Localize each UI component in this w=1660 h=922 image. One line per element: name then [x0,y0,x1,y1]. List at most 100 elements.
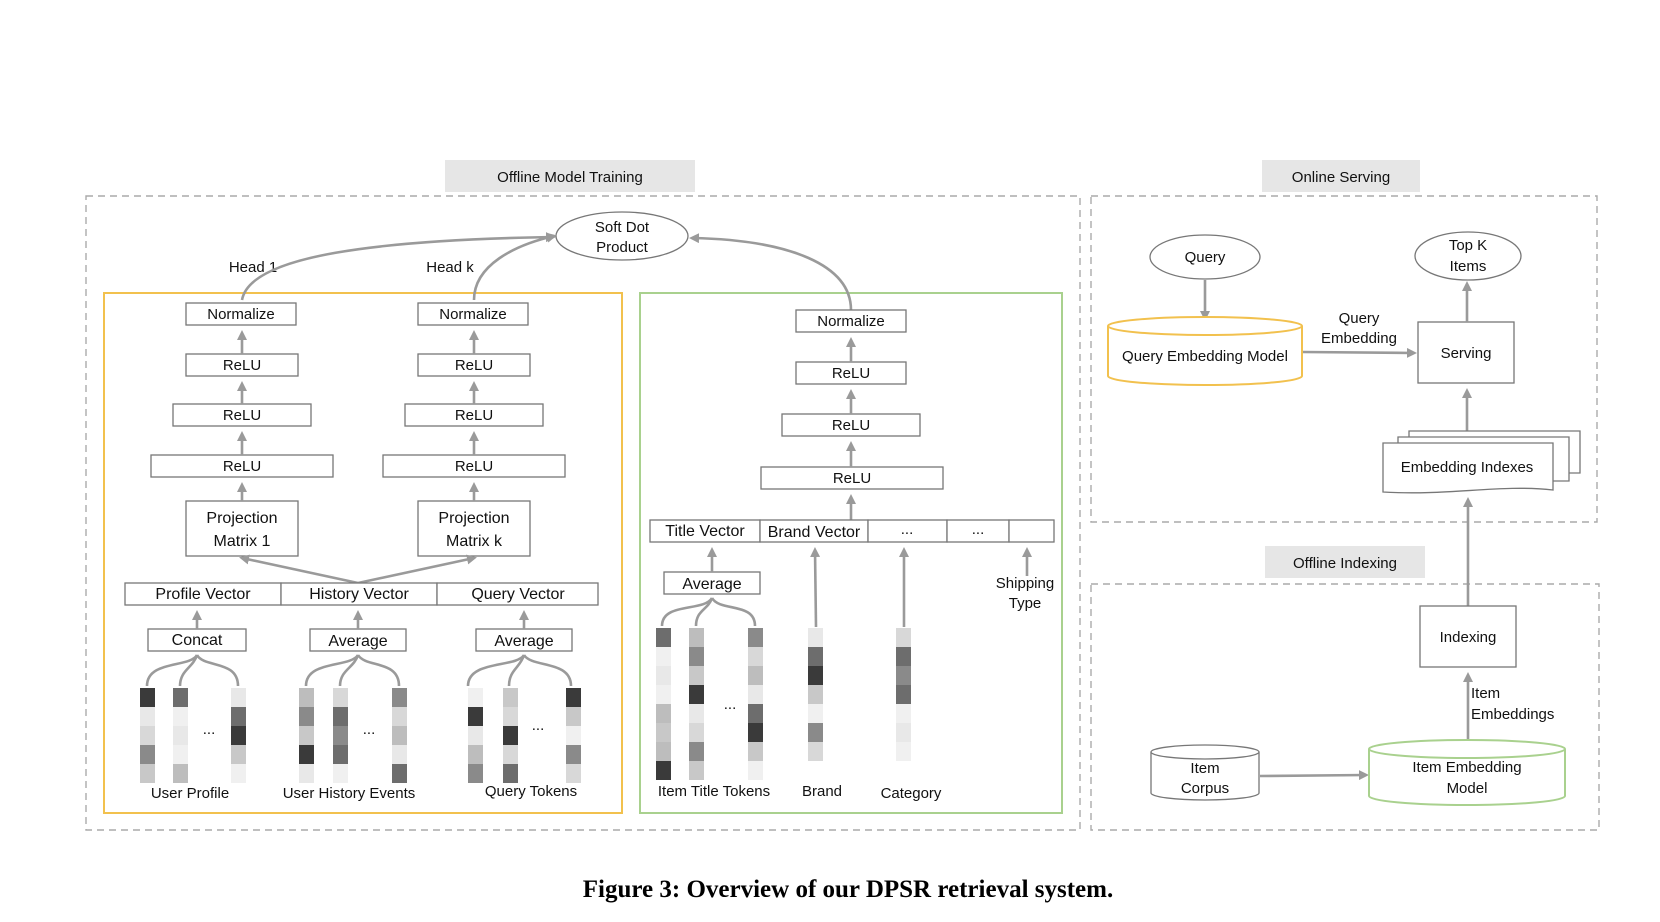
section-title-training: Offline Model Training [497,169,643,186]
query-tower-frame [103,292,623,814]
query-token-column [503,688,518,783]
embedding-indexes-label: Embedding Indexes [1401,459,1534,476]
item-title-ellipsis: ... [724,696,737,713]
category-token-column [896,628,911,761]
query-node: Query [1149,234,1261,280]
query-token-column [140,688,155,783]
edge-headk-to-dot [472,232,557,301]
item-corpus-label-2: Corpus [1181,780,1229,797]
query-average-op: Average [494,633,553,650]
brand-token-column [808,628,823,761]
shipping-label-2: Type [1009,595,1042,612]
item-embedding-model-node: Item Embedding Model [1368,739,1566,806]
category-label: Category [881,785,942,802]
top-k-label-2: Items [1450,258,1487,275]
item-average-op: Average [682,576,741,593]
query-token-column [231,688,246,783]
figure-caption: Figure 3: Overview of our DPSR retrieval… [583,876,1113,903]
item-input-labels: Item Title Tokens Brand Category Shippin… [658,575,1054,802]
head1-relu-2: ReLU [223,407,261,424]
headk-projection-1: Projection [438,510,509,527]
query-embedding-label-1: Query [1339,310,1380,327]
item-title-tokens-label: Item Title Tokens [658,783,770,800]
query-token-column [468,688,483,783]
query-token-column [566,688,581,783]
item-vector-row: Title Vector Brand Vector ... ... [649,519,1055,543]
item-relu-1: ReLU [832,365,870,382]
query-tokens-label: Query Tokens [485,783,577,800]
user-history-events-label: User History Events [283,785,416,802]
edge-head1-to-dot [240,232,556,301]
query-token-column [333,688,348,783]
head1-stack: Normalize ReLU ReLU ReLU Projection Matr… [150,302,334,557]
soft-dot-label-2: Product [596,239,649,256]
query-embedding-model-node: Query Embedding Model [1107,316,1303,386]
shipping-label-1: Shipping [996,575,1054,592]
headk-projection-2: Matrix k [446,533,503,550]
query-tokens-ellipsis: ... [532,717,545,734]
item-embedding-model-label-1: Item Embedding [1412,759,1521,776]
item-relu-2: ReLU [832,417,870,434]
query-token-columns [140,688,581,783]
brand-vector: Brand Vector [768,524,861,541]
item-input-arrows [810,547,1032,628]
item-normalize: Normalize [817,313,885,330]
query-input-labels: User Profile User History Events Query T… [151,783,577,802]
item-embedding-model-label-2: Model [1447,780,1488,797]
query-embedding-model-label: Query Embedding Model [1122,348,1288,365]
serving-frame [1090,195,1598,523]
section-label-serving: Online Serving [1262,160,1420,192]
training-frame [85,195,1081,831]
item-token-columns [656,628,911,780]
soft-dot-product-node: Soft Dot Product [555,211,689,261]
item-embeddings-label-2: Embeddings [1471,706,1554,723]
query-vector-row: Profile Vector History Vector Query Vect… [124,582,599,606]
head1-relu-1: ReLU [223,357,261,374]
edge-item-to-dot [689,233,853,311]
item-average: Average [663,547,761,595]
edge-history-to-proj1 [239,554,359,585]
edge-history-to-projk [357,554,477,585]
serving-node: Serving [1417,321,1515,384]
top-k-label-1: Top K [1449,237,1487,254]
query-ellipses: ... ... ... [203,717,545,738]
headk-relu-3: ReLU [455,458,493,475]
item-fan-arcs [660,597,757,627]
query-token-column [173,688,188,783]
section-label-indexing: Offline Indexing [1265,546,1425,578]
query-embedding-label-2: Embedding [1321,330,1397,347]
item-tower-frame [639,292,1063,814]
brand-label: Brand [802,783,842,800]
history-ellipsis: ... [363,721,376,738]
user-profile-label: User Profile [151,785,229,802]
profile-ellipsis: ... [203,721,216,738]
head1-projection-2: Matrix 1 [214,533,271,550]
top-k-node: Top K Items [1414,231,1522,281]
query-fan-arcs [145,654,573,687]
section-label-training: Offline Model Training [445,160,695,192]
embedding-indexes-node: Embedding Indexes [1382,430,1581,494]
item-vector-ellipsis-2: ... [972,521,985,538]
item-embeddings-label-1: Item [1471,685,1500,702]
concat-op: Concat [172,632,223,649]
indexing-frame [1090,583,1600,831]
edge-model-to-serving [1302,347,1417,358]
query-node-label: Query [1185,249,1226,266]
section-title-serving: Online Serving [1292,169,1390,186]
item-title-token-column [656,628,671,780]
head-k-label: Head k [426,259,474,276]
query-token-column [392,688,407,783]
item-title-token-column [748,628,763,780]
item-corpus-node: Item Corpus [1150,744,1260,801]
head1-projection-1: Projection [206,510,277,527]
title-vector: Title Vector [665,523,745,540]
head1-relu-3: ReLU [223,458,261,475]
history-average-op: Average [328,633,387,650]
indexing-node: Indexing [1419,605,1517,668]
item-title-token-column [689,628,704,780]
soft-dot-label-1: Soft Dot [595,219,650,236]
item-stack: Normalize ReLU ReLU ReLU [760,309,944,520]
profile-vector: Profile Vector [155,586,251,603]
item-relu-3: ReLU [833,470,871,487]
